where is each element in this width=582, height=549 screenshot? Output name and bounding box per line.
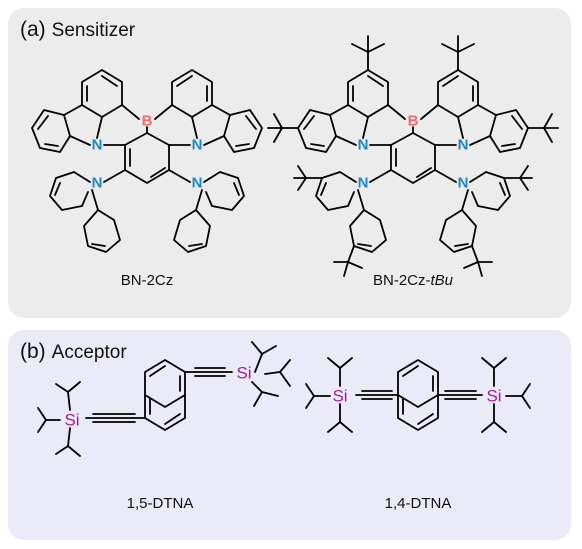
nitrogen-atom: N	[358, 137, 369, 154]
silicon-atom: Si	[64, 411, 79, 430]
silicon-atom: Si	[332, 387, 347, 406]
panel-b-letter: (b)	[20, 340, 46, 363]
nitrogen-atom: N	[192, 137, 203, 154]
1-4-dtna-name: 1,4-DTNA	[384, 495, 452, 512]
boron-atom: B	[408, 113, 419, 130]
1-5-dtna-name: 1,5-DTNA	[126, 495, 194, 512]
nitrogen-atom: N	[358, 175, 369, 192]
nitrogen-atom: N	[458, 137, 469, 154]
1-5-dtna-structure: Si Si	[37, 341, 291, 457]
nitrogen-atom: N	[192, 175, 203, 192]
panel-a-letter: (a)	[20, 18, 46, 41]
acceptor-panel: (b)Acceptor	[8, 330, 571, 540]
1-4-dtna-structure: Si Si	[305, 357, 531, 433]
sensitizer-panel: (a)Sensitizer	[8, 8, 571, 318]
panel-a-heading: Sensitizer	[51, 20, 136, 41]
nitrogen-atom: N	[92, 137, 103, 154]
bn-2cz-tbu-suffix: tBu	[430, 272, 454, 289]
bn-2cz-structure: B N N N N	[31, 69, 263, 253]
bn-2cz-name: BN-2Cz	[120, 272, 174, 289]
1-4-dtna-label: 1,4-DTNA	[368, 495, 468, 512]
boron-atom: B	[142, 113, 153, 130]
bn-2cz-tbu-structure: B N N N N	[267, 35, 559, 277]
panel-b-title: (b)Acceptor	[20, 340, 127, 364]
silicon-atom: Si	[486, 387, 501, 406]
nitrogen-atom: N	[92, 175, 103, 192]
bn-2cz-label: BN-2Cz	[97, 272, 197, 289]
bn-2cz-tbu-label: BN-2Cz-tBu	[348, 272, 478, 289]
bn-2cz-tbu-name: BN-2Cz-	[372, 272, 431, 289]
nitrogen-atom: N	[458, 175, 469, 192]
silicon-atom: Si	[236, 364, 251, 383]
1-5-dtna-label: 1,5-DTNA	[110, 495, 210, 512]
panel-a-title: (a)Sensitizer	[20, 18, 135, 42]
panel-b-heading: Acceptor	[51, 342, 127, 363]
